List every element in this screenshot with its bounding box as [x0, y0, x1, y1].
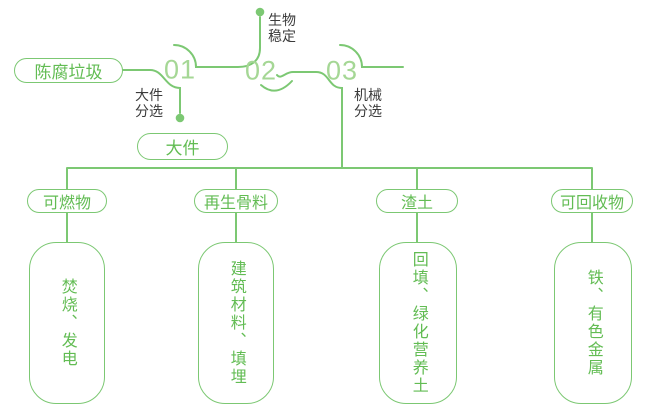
node-source: 陈腐垃圾 — [14, 58, 123, 83]
node-combustibles: 可燃物 — [27, 189, 107, 213]
wire-distribution-tree — [66, 167, 593, 243]
recyclables-products-text: 铁、有色金属 — [584, 269, 602, 377]
step-number-1: 01 — [163, 54, 197, 85]
node-recycled-aggregate: 再生骨料 — [194, 189, 278, 213]
wire-02-to-03-drop — [276, 71, 343, 169]
slag-soil-products-text: 回填、绿化营养土 — [409, 251, 427, 395]
node-bulky-items: 大件 — [137, 133, 228, 160]
step-caption-mechanical-sorting: 机械分选 — [354, 87, 382, 119]
wire-arc-03-right — [339, 44, 404, 68]
wire-source-to-bulky-dot — [122, 69, 181, 114]
junction-dot-bulky — [175, 113, 185, 123]
junction-dot-bio — [255, 7, 265, 17]
box-slag-soil-products: 回填、绿化营养土 — [379, 242, 457, 404]
wire-arc-under-02 — [260, 80, 293, 92]
recycled-aggregate-products-text: 建筑材料、填埋 — [227, 260, 245, 386]
step-caption-biological-stabilization: 生物稳定 — [268, 12, 296, 44]
node-slag-soil: 渣土 — [376, 189, 458, 213]
combustibles-products-text: 焚烧、发电 — [58, 278, 76, 368]
wire-arc-01-to-bio-dot — [173, 16, 261, 68]
box-combustibles-products: 焚烧、发电 — [29, 242, 105, 404]
step-number-3: 03 — [325, 55, 359, 86]
box-recyclables-products: 铁、有色金属 — [554, 242, 632, 404]
step-caption-bulky-sorting: 大件分选 — [135, 87, 163, 119]
box-recycled-aggregate-products: 建筑材料、填埋 — [198, 242, 274, 404]
step-number-2: 02 — [244, 55, 278, 86]
node-recyclables: 可回收物 — [551, 189, 633, 213]
